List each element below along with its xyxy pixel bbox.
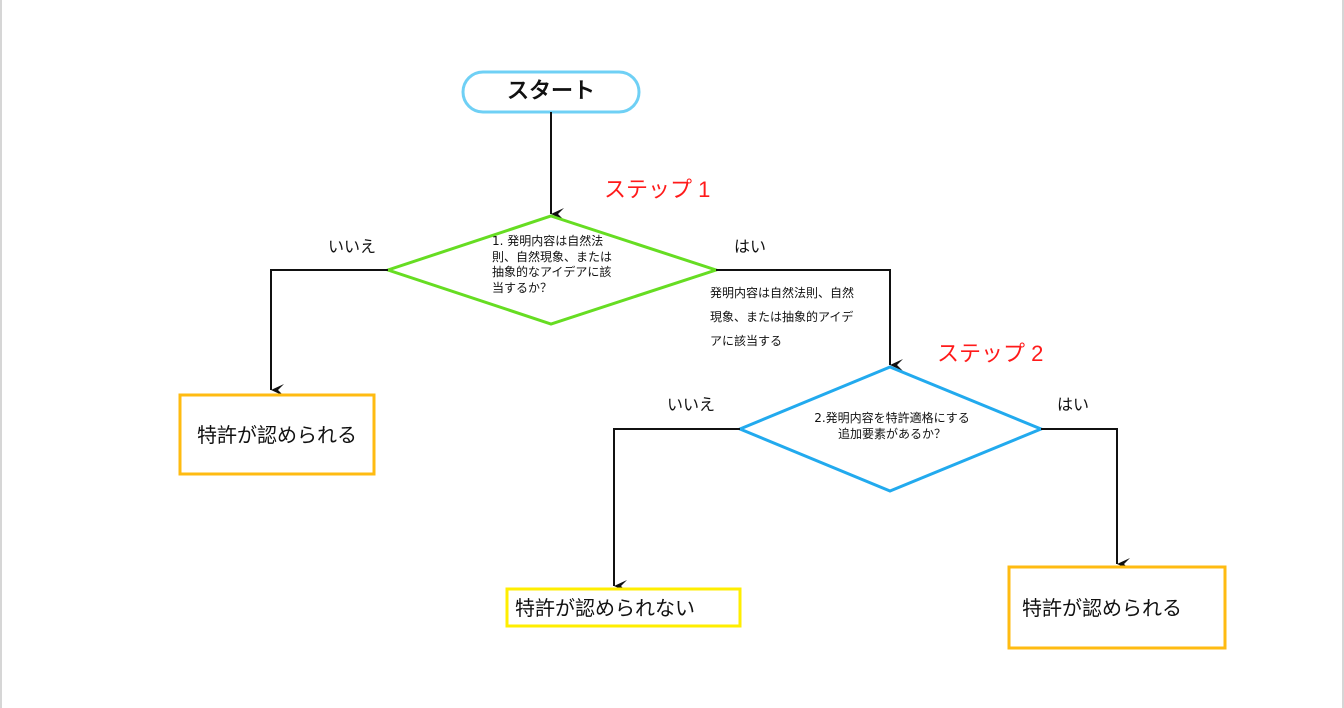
decision1-no-label: いいえ — [328, 237, 377, 256]
result-box-2 — [505, 587, 742, 628]
step1-label: ステップ 1 — [604, 177, 711, 202]
decision2-no-label: いいえ — [667, 395, 716, 414]
connector-decision1-no — [270, 269, 388, 396]
result-3-label: 特許が認められる — [1022, 595, 1182, 620]
start-label: スタート — [506, 79, 595, 105]
result-box-1 — [178, 393, 376, 476]
decision1-yes-note: 発明内容は自然法則、自然 現象、または抽象的アイデ アに該当する — [710, 286, 855, 348]
decision2-yes-label: はい — [1057, 395, 1090, 414]
connector-decision1-yes — [716, 269, 903, 371]
decision1-question: 1. 発明内容は自然法 則、自然現象、または 抽象的なアイデアに該 当するか？ — [492, 234, 613, 295]
decision2-diamond — [736, 365, 1045, 493]
result-1-label: 特許が認められる — [197, 422, 357, 447]
decision2-question: 2.発明内容を特許適格にする 追加要素があるか？ — [814, 411, 970, 442]
decision1-yes-label: はい — [734, 237, 767, 256]
result-box-3 — [1007, 565, 1227, 650]
decision1-diamond — [383, 214, 721, 326]
step2-label: ステップ 2 — [937, 341, 1044, 366]
result-2-label: 特許が認められない — [515, 595, 695, 620]
connector-decision2-no — [613, 428, 740, 592]
connector-decision2-yes — [1041, 428, 1130, 570]
